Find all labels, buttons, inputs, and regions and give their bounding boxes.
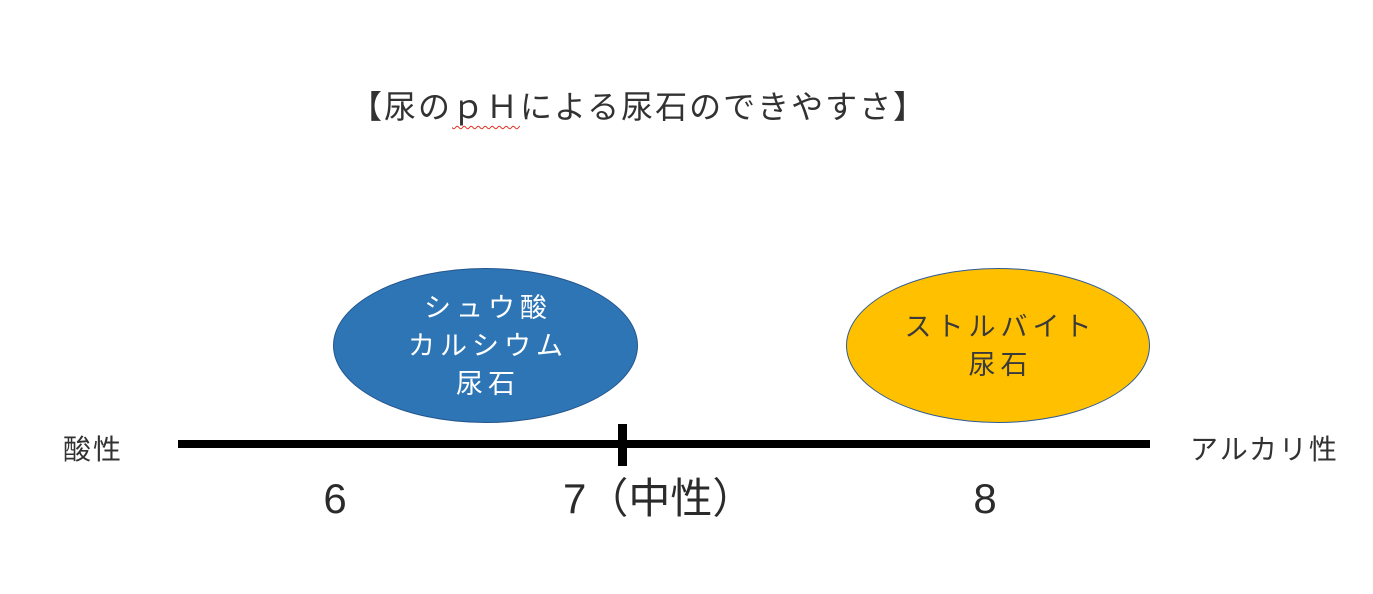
ph-axis-tick-neutral bbox=[618, 424, 627, 466]
oxalate-label-line: カルシウム bbox=[408, 330, 568, 361]
tick-label-7-neutral: 7（中性） bbox=[563, 475, 755, 522]
oxalate-label-line: シュウ酸 bbox=[424, 292, 552, 323]
title-suffix: による尿石のできやすさ】 bbox=[520, 89, 928, 125]
axis-label-acidic: 酸性 bbox=[63, 434, 124, 465]
struvite-ellipse: ストルバイト 尿石 bbox=[846, 268, 1150, 423]
title-ph-term-spellcheck: ｐＨ bbox=[452, 89, 521, 125]
oxalate-label-line: 尿石 bbox=[456, 368, 520, 399]
ph-axis-line bbox=[178, 440, 1150, 448]
calcium-oxalate-ellipse: シュウ酸 カルシウム 尿石 bbox=[333, 268, 638, 423]
diagram-title: 【尿のｐＨによる尿石のできやすさ】 bbox=[350, 82, 927, 128]
axis-label-alkaline: アルカリ性 bbox=[1190, 434, 1339, 465]
title-prefix: 【尿の bbox=[350, 89, 453, 125]
tick-label-6: 6 bbox=[323, 475, 347, 522]
struvite-label-line: ストルバイト bbox=[904, 311, 1097, 342]
struvite-label-line: 尿石 bbox=[968, 349, 1033, 380]
tick-label-8: 8 bbox=[973, 475, 997, 522]
